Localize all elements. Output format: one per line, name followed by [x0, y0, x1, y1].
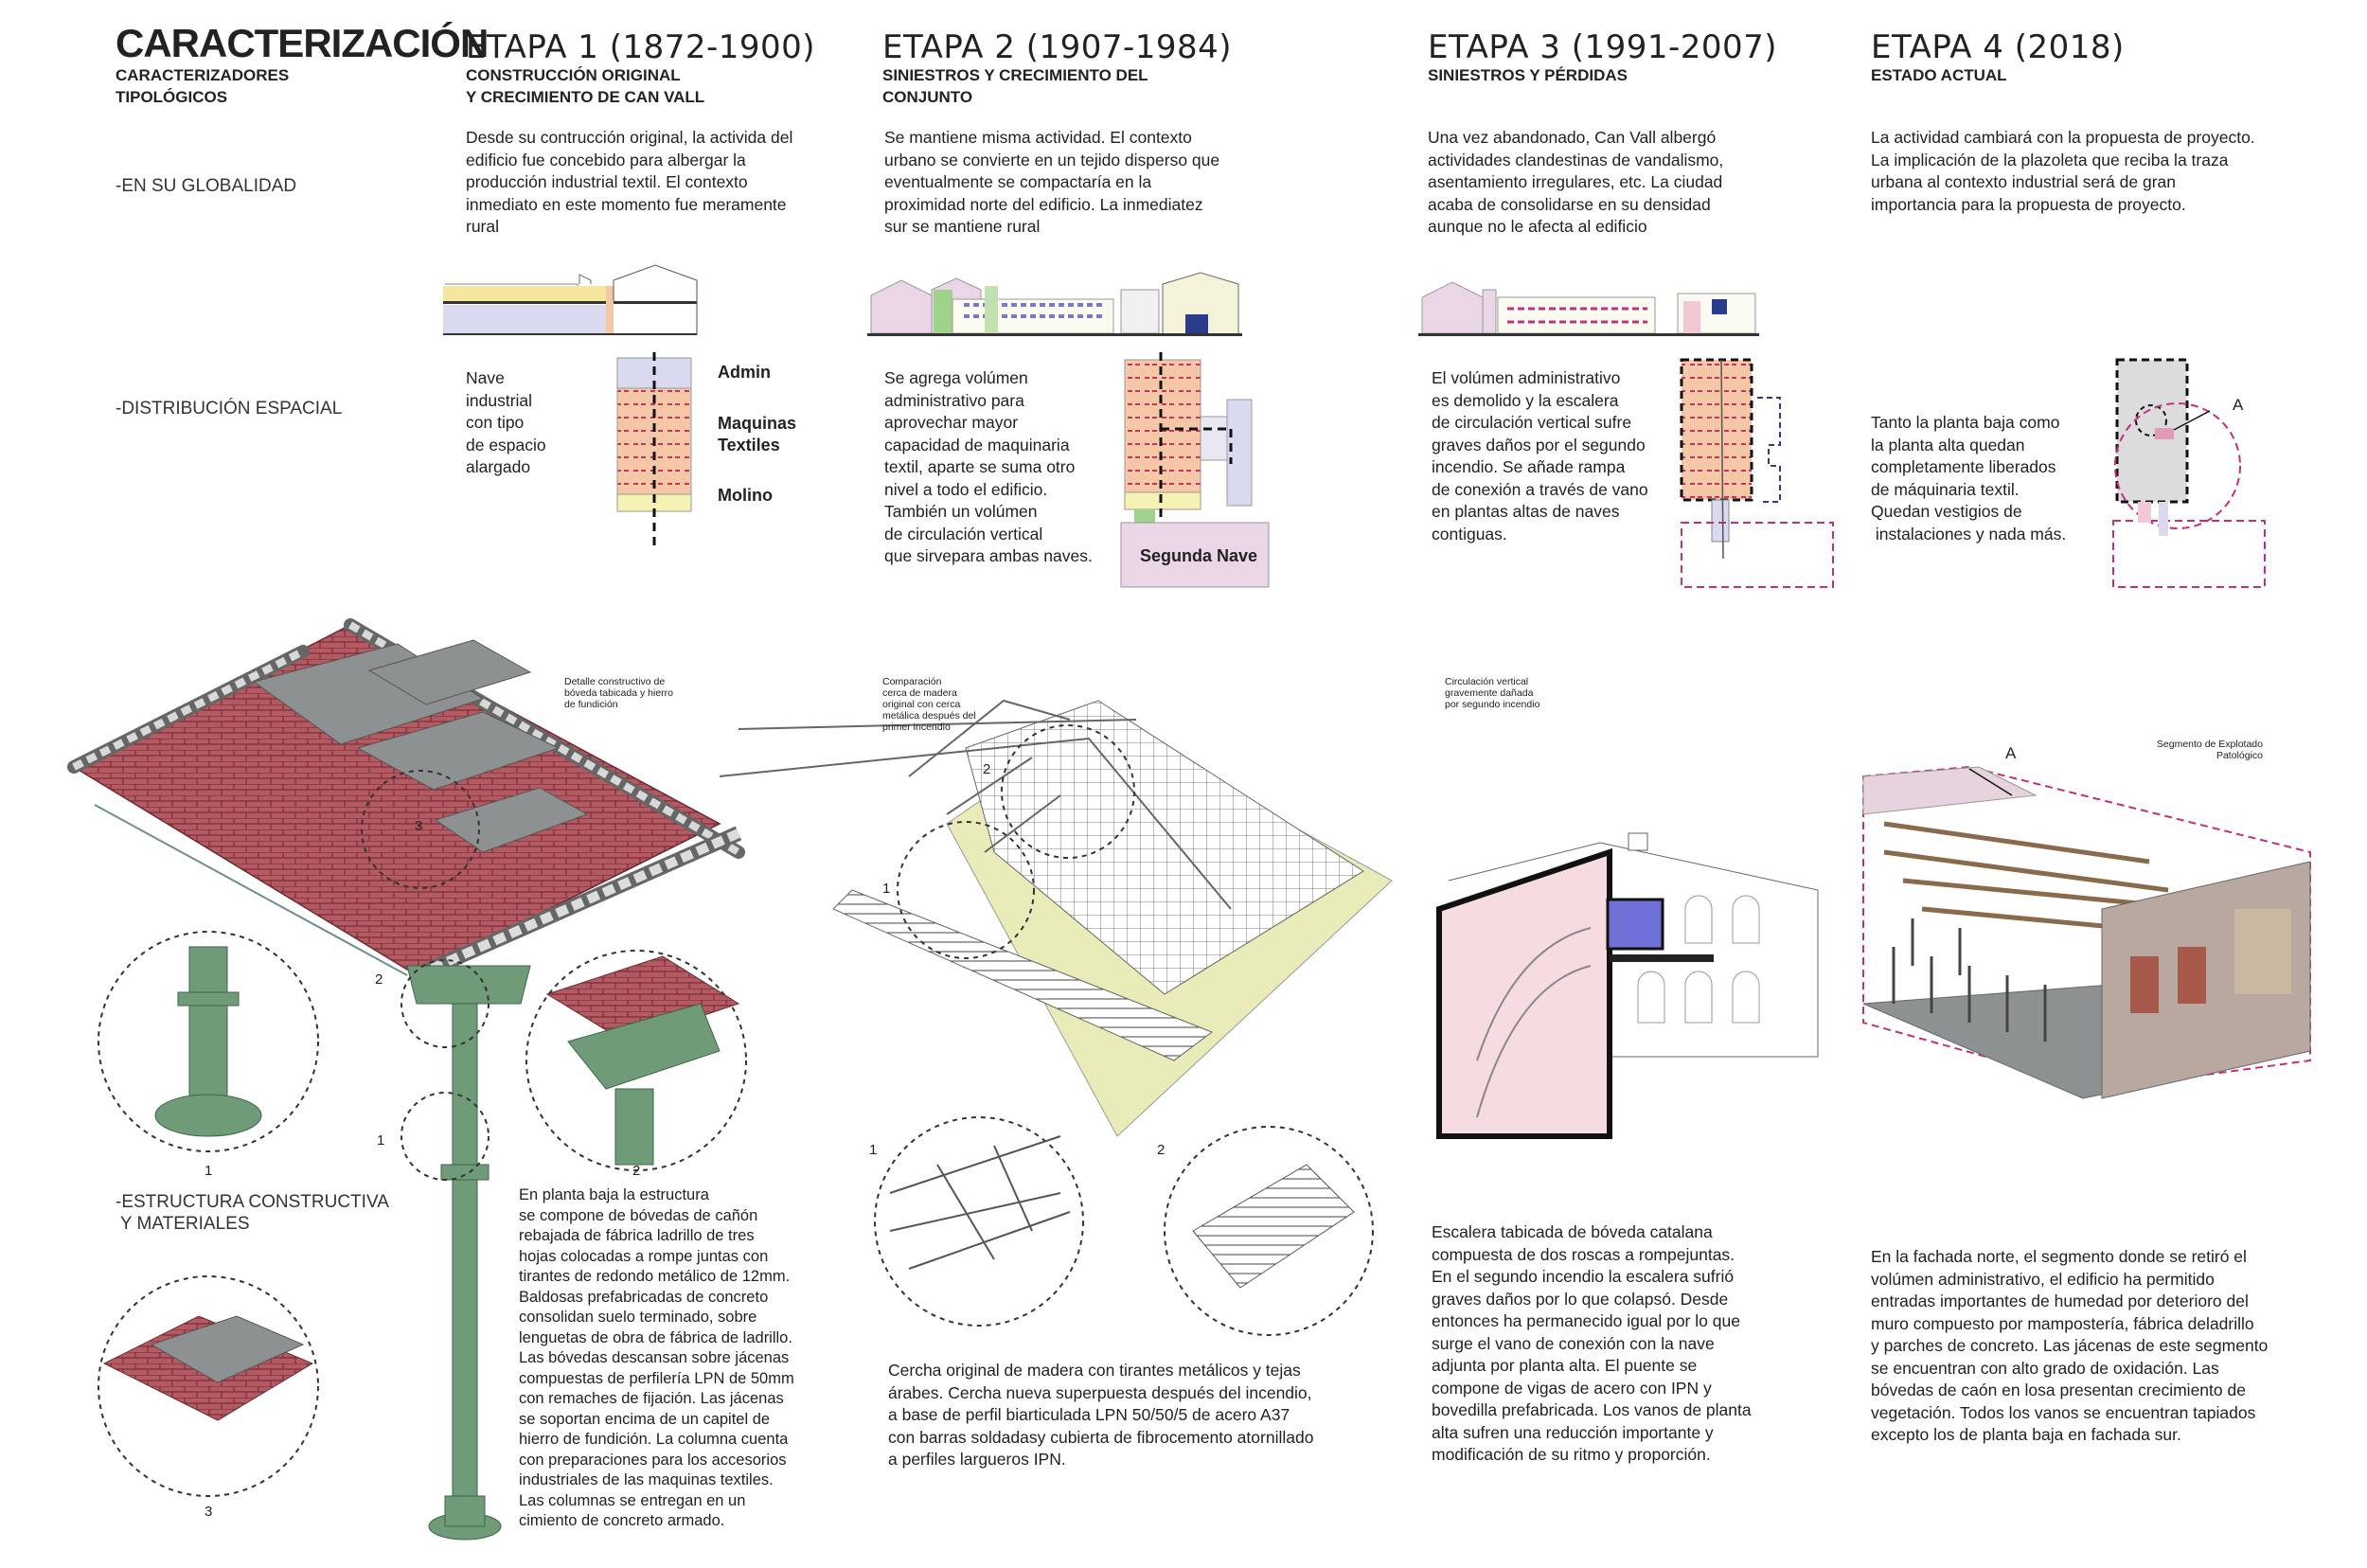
- stage4-structure-text: En la fachada norte, el segmento donde s…: [1871, 1247, 2269, 1444]
- page-subtitle: CARACTERIZADORES TIPOLÓGICOS: [116, 66, 290, 106]
- vault-number-3: 3: [415, 818, 423, 834]
- stage2-plan: [1120, 352, 1270, 588]
- stage2-elevation: [867, 272, 1242, 336]
- stage1-plan: [616, 352, 692, 545]
- stage4-global-text: La actividad cambiará con la propuesta d…: [1871, 128, 2255, 214]
- label-molino: Molino: [718, 486, 773, 505]
- stage4-exploded: [1862, 765, 2312, 1099]
- stage1-global-text: Desde su contrucción original, la activi…: [466, 128, 793, 236]
- stage1-subtitle: CONSTRUCCIÓN ORIGINAL Y CRECIMIENTO DE C…: [466, 66, 705, 106]
- stage2-subtitle: SINIESTROS Y CRECIMIENTO DEL CONJUNTO: [882, 66, 1148, 106]
- column-number-1: 1: [377, 1132, 385, 1149]
- stage2-global-text: Se mantiene misma actividad. El contexto…: [884, 128, 1220, 236]
- label-segunda-nave: Segunda Nave: [1140, 546, 1258, 565]
- detail-number-1: 1: [205, 1163, 213, 1179]
- column-number-2: 2: [375, 971, 383, 988]
- stage2-title: ETAPA 2 (1907-1984): [882, 28, 1233, 66]
- stage2-structure-text: Cercha original de madera con tirantes m…: [888, 1361, 1314, 1469]
- row-label-spatial: -DISTRIBUCIÓN ESPACIAL: [116, 399, 343, 419]
- stage2-truss: [719, 699, 1401, 1336]
- marker-a-exploded: A: [2005, 744, 2017, 762]
- stage4-plan: [2112, 358, 2266, 588]
- stage1-elevation: [443, 264, 698, 335]
- detail-number-2: 2: [632, 1163, 641, 1179]
- stage4-title: ETAPA 4 (2018): [1871, 28, 2125, 66]
- page-title: CARACTERIZACIÓN: [116, 21, 489, 65]
- marker-a-plan: A: [2233, 396, 2244, 414]
- stage3-plan: [1680, 358, 1834, 588]
- truss-number-1: 1: [882, 881, 891, 897]
- label-admin: Admin: [718, 363, 771, 382]
- stage3-subtitle: SINIESTROS Y PÉRDIDAS: [1428, 66, 1628, 84]
- row-label-global: -EN SU GLOBALIDAD: [116, 176, 297, 196]
- stage4-subtitle: ESTADO ACTUAL: [1871, 66, 2007, 84]
- detail-number-3: 3: [205, 1504, 213, 1520]
- stage1-axonometric: [67, 618, 745, 1541]
- stage3-elevation: [1418, 281, 1759, 336]
- row-label-structure: -ESTRUCTURA CONSTRUCTIVA Y MATERIALES: [116, 1192, 389, 1234]
- stage1-title: ETAPA 1 (1872-1900): [466, 28, 816, 66]
- stage1-detail-circles: [98, 770, 747, 1497]
- stage3-title: ETAPA 3 (1991-2007): [1428, 28, 1778, 66]
- truss-detail-number-1: 1: [869, 1142, 878, 1158]
- truss-detail-number-2: 2: [1157, 1142, 1166, 1158]
- truss-number-2: 2: [983, 761, 991, 777]
- stage3-section: [1436, 832, 1819, 1139]
